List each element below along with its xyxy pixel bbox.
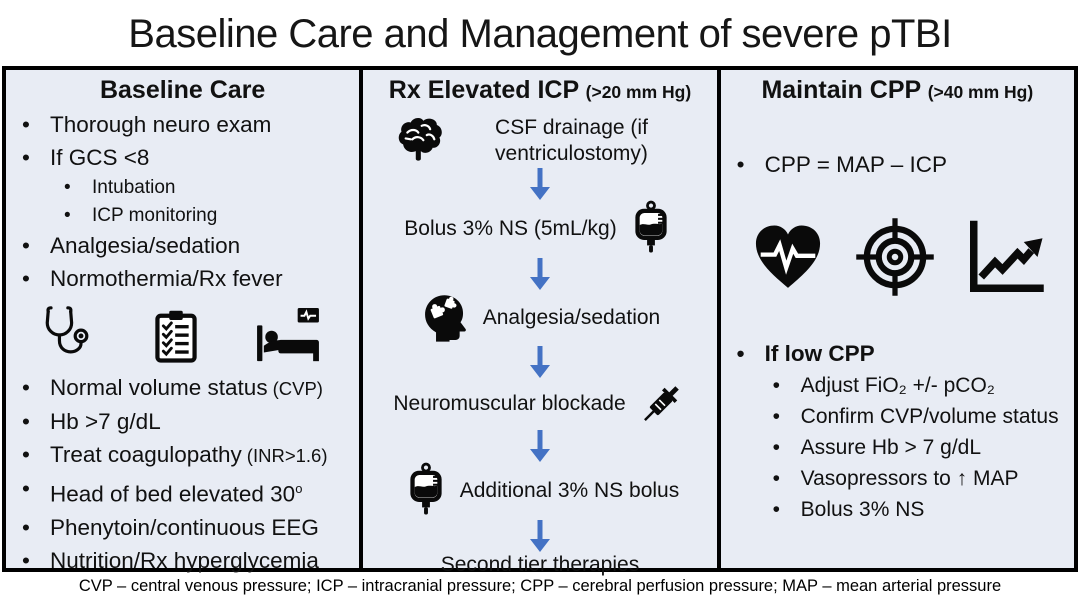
flow-step-analgesia: Analgesia/sedation	[420, 290, 660, 346]
checklist-icon	[149, 306, 203, 366]
abbreviation-legend: CVP – central venous pressure; ICP – int…	[78, 577, 1002, 595]
list-item: Normal volume status(CVP)	[12, 371, 353, 405]
list-item-sub: Adjust FiO₂ +/- pCO₂	[727, 370, 1068, 401]
baseline-care-list-top: Thorough neuro exam If GCS <8 Intubation…	[6, 108, 359, 295]
head-puzzle-icon	[420, 290, 474, 346]
list-item: Normothermia/Rx fever	[12, 262, 353, 295]
heart-pulse-icon	[747, 219, 829, 295]
list-item: Analgesia/sedation	[12, 229, 353, 262]
iv-bag-icon	[626, 200, 676, 258]
arrow-down-icon	[529, 346, 551, 378]
stethoscope-icon	[36, 304, 96, 366]
list-item-sub: Intubation	[12, 174, 353, 202]
if-low-cpp-label: If low CPP	[727, 337, 1068, 370]
list-item-sub: ICP monitoring	[12, 202, 353, 230]
iv-bag-icon	[401, 462, 451, 520]
panels-container: Baseline Care Thorough neuro exam If GCS…	[2, 66, 1078, 577]
rx-icp-title: Rx Elevated ICP (>20 mm Hg)	[388, 76, 692, 104]
if-low-cpp-list: If low CPP	[721, 337, 1074, 370]
list-item: Phenytoin/continuous EEG	[12, 511, 353, 544]
list-item: Nutrition/Rx hyperglycemia	[12, 544, 353, 577]
list-item: Thorough neuro exam	[12, 108, 353, 141]
maintain-cpp-title: Maintain CPP (>40 mm Hg)	[761, 76, 1034, 104]
target-icon	[855, 217, 935, 297]
page-title: Baseline Care and Management of severe p…	[128, 12, 952, 56]
cpp-formula: CPP = MAP – ICP	[727, 148, 1068, 181]
baseline-care-list-bottom: Normal volume status(CVP) Hb >7 g/dL Tre…	[6, 371, 359, 577]
arrow-down-icon	[529, 520, 551, 552]
list-item-sub: Assure Hb > 7 g/dL	[727, 432, 1068, 463]
baseline-care-icon-row	[6, 295, 359, 371]
arrow-down-icon	[529, 168, 551, 200]
flow-step-second-tier: Second tier therapies	[440, 553, 640, 576]
list-item-sub: Bolus 3% NS	[727, 494, 1068, 525]
chart-up-icon	[962, 217, 1048, 297]
panel-rx-elevated-icp: Rx Elevated ICP (>20 mm Hg)	[359, 66, 721, 576]
list-item-sub: Confirm CVP/volume status	[727, 401, 1068, 432]
if-low-cpp-sublist: Adjust FiO₂ +/- pCO₂ Confirm CVP/volume …	[721, 370, 1074, 525]
hospital-bed-icon	[255, 308, 321, 366]
list-item: If GCS <8	[12, 141, 353, 174]
arrow-down-icon	[529, 430, 551, 462]
flow-step-csf-drainage: CSF drainage (if ventriculostomy)	[393, 114, 686, 168]
cpp-icon-row	[721, 217, 1074, 297]
panel-maintain-cpp: Maintain CPP (>40 mm Hg) CPP = MAP – ICP	[716, 66, 1078, 572]
list-item-sub: Vasopressors to ↑ MAP	[727, 463, 1068, 494]
flow-step-bolus-ns: Bolus 3% NS (5mL/kg)	[404, 200, 675, 258]
flow-step-neuromuscular: Neuromuscular blockade	[393, 378, 686, 430]
list-item: Hb >7 g/dL	[12, 405, 353, 438]
list-item: Treat coagulopathy(INR>1.6)	[12, 438, 353, 472]
icp-flowchart: CSF drainage (if ventriculostomy) Bolus …	[363, 110, 716, 576]
brain-icon	[393, 114, 447, 168]
panel-baseline-care: Baseline Care Thorough neuro exam If GCS…	[2, 66, 364, 577]
cpp-formula-list: CPP = MAP – ICP	[721, 148, 1074, 181]
syringe-icon	[635, 378, 687, 430]
list-item: Head of bed elevated 30o	[12, 472, 353, 511]
baseline-care-title: Baseline Care	[99, 76, 266, 104]
flow-step-additional-bolus: Additional 3% NS bolus	[401, 462, 679, 520]
arrow-down-icon	[529, 258, 551, 290]
